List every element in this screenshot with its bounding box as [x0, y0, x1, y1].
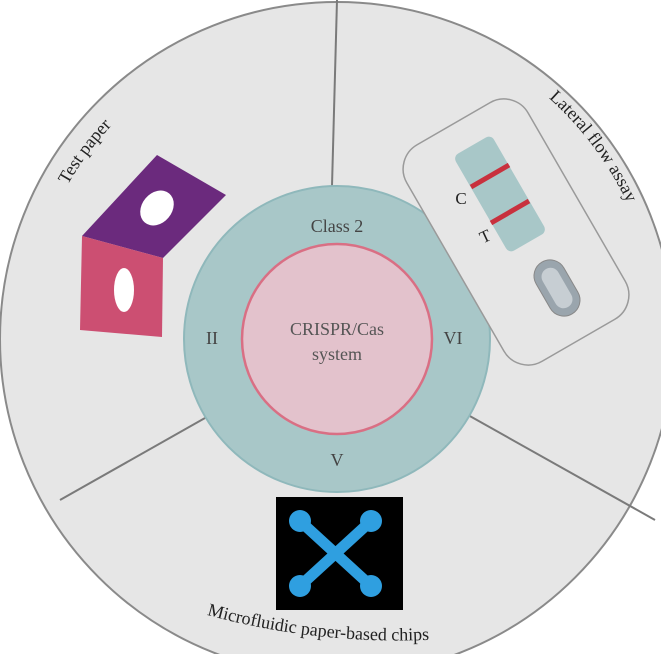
test-paper-icon: [80, 155, 226, 337]
ring-label-right: VI: [444, 328, 463, 348]
ring-label-bottom: V: [331, 450, 344, 470]
center-title-line2: system: [312, 344, 362, 364]
divider-top: [331, 0, 338, 187]
ring-label-top: Class 2: [311, 216, 364, 236]
strip-control-label: C: [455, 189, 466, 208]
microfluidic-chip-icon: [276, 497, 403, 610]
divider-left: [59, 417, 206, 501]
lateral-flow-cassette-icon: [402, 98, 630, 366]
crispr-core: [240, 242, 434, 436]
center-title-line1: CRISPR/Cas: [290, 319, 384, 339]
divider-right: [467, 414, 656, 521]
ring-label-left: II: [206, 328, 218, 348]
